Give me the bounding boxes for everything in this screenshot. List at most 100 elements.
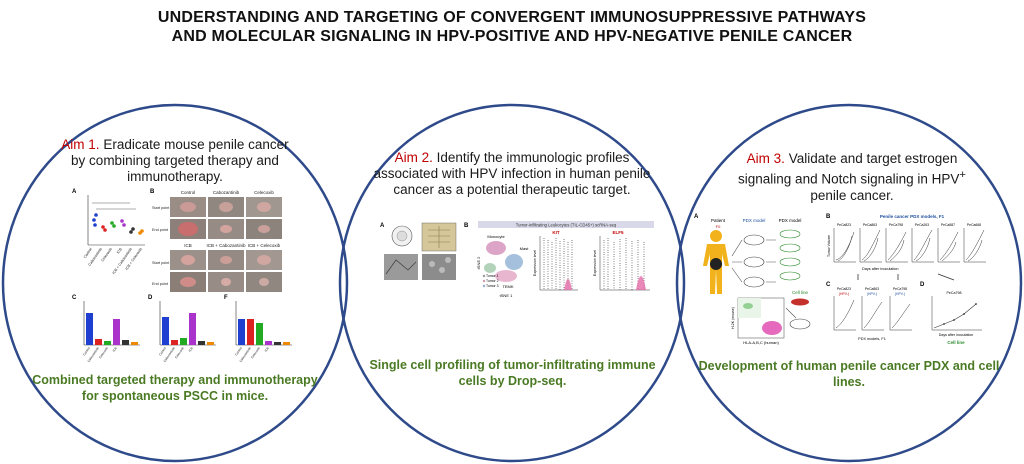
svg-text:(HPV-): (HPV-) (867, 292, 877, 296)
aim1-scatter-plot (87, 195, 145, 246)
aim3-growth-curves: PeCa823 PeCa863 PeCa798 PeCa263 PeCa587 … (827, 223, 986, 271)
aim3-cellline-label: Cell line (792, 290, 809, 295)
svg-text:PeCa823: PeCa823 (837, 223, 851, 227)
aim1-b-col-5: ICB + Cabozantinib (207, 243, 246, 248)
aim3-panel-c: C (826, 282, 831, 288)
aim2-gene-kit: KIT (552, 230, 560, 235)
aim2-dropseq-device (384, 222, 457, 280)
svg-text:PeCa263: PeCa263 (915, 223, 929, 227)
aim2-line1: Identify the immunologic profiles (436, 150, 630, 165)
svg-text:PeCa863: PeCa863 (865, 287, 879, 291)
svg-text:Expression level: Expression level (533, 250, 537, 276)
aim1-bar-charts: Control Cabozantinib Celecoxib ICB Contr… (82, 301, 292, 363)
aim1-a-group-1: Control (83, 247, 93, 259)
aim3-arrows (857, 273, 955, 281)
aim3-d-caption: Cell line (947, 340, 965, 345)
svg-text:Control: Control (234, 346, 243, 356)
aim1-panel-a: A (72, 189, 77, 195)
aim1-panel-b: B (150, 189, 155, 195)
page-title: UNDERSTANDING AND TARGETING OF CONVERGEN… (0, 8, 1024, 46)
aim3-pdx2: PDX model (779, 218, 802, 223)
aim1-b-col-2: Cabozantinib (213, 190, 240, 195)
aim1-b-row-end: End point (152, 228, 169, 232)
svg-text:Control: Control (82, 346, 91, 356)
svg-text:Tumor 2: Tumor 2 (486, 279, 499, 283)
aim2-plot-title: Tumor-infiltrating Leukocytes (TIL-CD45+… (516, 223, 617, 228)
aim3-caption-line1: Development of human penile cancer PDX a… (698, 359, 1000, 389)
svg-text:PeCa798: PeCa798 (889, 223, 903, 227)
aim3-cellline: Cell line (785, 290, 811, 330)
aim3-pdx-flow: PDX model PDX model (731, 218, 802, 288)
svg-text:Expression level: Expression level (593, 250, 597, 276)
svg-text:Celecoxib: Celecoxib (250, 346, 261, 359)
aim1-line1: Eradicate mouse penile cancer (103, 137, 289, 152)
aim2-panel-b: B (464, 223, 469, 229)
aim3-patient: Patient (711, 218, 726, 223)
aim1-figure: A Control Cabozantinib Celecoxib ICB ICB… (72, 189, 292, 363)
aim2-text: Aim 2. Identify the immunologic profiles… (362, 150, 662, 198)
svg-text:(HPV-): (HPV-) (895, 292, 905, 296)
aim1-line2: by combining targeted therapy and (71, 153, 279, 168)
aim3-panel-b: B (826, 214, 831, 220)
aim3-cellline-curve: PeCa798 Days after inoculation Cell line (931, 291, 982, 345)
aim1-photo-grid: Control Cabozantinib Celecoxib ICB ICB +… (152, 190, 282, 292)
aim2-panel-a: A (380, 223, 385, 229)
svg-text:ICB: ICB (112, 346, 118, 352)
aim3-flow-x: HLA-A,B,C (human) (743, 340, 779, 345)
svg-text:Celecoxib: Celecoxib (174, 346, 185, 359)
aim2-cluster-temk: TEMK (502, 284, 513, 289)
title-line-2: AND MOLECULAR SIGNALING IN HPV-POSITIVE … (171, 28, 853, 45)
svg-text:Celecoxib: Celecoxib (98, 346, 109, 359)
aim1-b-col-6: ICB + Celecoxib (248, 243, 281, 248)
title-line-1: UNDERSTANDING AND TARGETING OF CONVERGEN… (157, 9, 867, 26)
aim1-b-col-3: Celecoxib (254, 190, 274, 195)
aim3-b-ylabel: Tumor Volume (827, 235, 831, 257)
aim3-circle (675, 103, 1023, 463)
aim2-gene-elf5: ELF5 (612, 230, 623, 235)
aim3-line2: signaling and Notch signaling in HPV (738, 171, 960, 187)
aim3-sup: + (959, 169, 966, 181)
aim2-caption-line2: cells by Drop-seq. (458, 374, 567, 388)
aim3-text: Aim 3. Validate and target estrogen sign… (712, 151, 992, 204)
aim3-label: Aim 3. (746, 151, 785, 166)
aim3-pdx1: PDX model (743, 218, 766, 223)
aim1-panel-f: F (224, 295, 228, 301)
aim3-flow-plot: HLA-A,B,C (human) H-2K (mouse) (731, 297, 785, 345)
aim3-c-xlabel: PDX models, F1 (858, 337, 886, 341)
svg-text:PeCa863: PeCa863 (863, 223, 877, 227)
aim2-circle (338, 103, 686, 463)
aim1-b-row-start: Start point (152, 206, 170, 210)
aim3-hpv-curves: PeCa823 PeCa863 PeCa798 (HPV-) (HPV-) (H… (833, 287, 912, 341)
svg-text:PeCa668: PeCa668 (967, 223, 981, 227)
aim1-b-row-start-2: Start point (152, 261, 170, 265)
aim1-a-group-4: ICB (116, 247, 123, 255)
aim2-figure: A B Tumor-infiltrating Leukocytes (TIL-C… (380, 221, 654, 298)
svg-text:Tumor 3: Tumor 3 (486, 284, 499, 288)
aim3-d-model: PeCa798 (947, 291, 962, 295)
aim3-panel-a: A (694, 214, 699, 220)
aim2-plot-title-bar (478, 221, 654, 228)
svg-text:ICB: ICB (188, 346, 194, 352)
aim2-cluster-monocyte: Monocyte (487, 234, 505, 239)
aim2-violin-elf5: ELF5 Expression level (593, 230, 650, 291)
aim1-caption: Combined targeted therapy and immunother… (22, 372, 328, 404)
aim2-caption-line1: Single cell profiling of tumor-infiltrat… (369, 358, 656, 372)
aim1-b-row-end-2: End point (152, 282, 169, 286)
svg-text:ICB: ICB (264, 346, 270, 352)
svg-text:PeCa823: PeCa823 (837, 287, 851, 291)
aim3-patient-figure: Patient F0 (703, 218, 729, 294)
aim3-line3: penile cancer. (810, 187, 894, 203)
aim3-figure: A Patient F0 PDX model PDX model HLA-A,B… (694, 214, 986, 345)
aim3-b-xlabel: Days after inoculation (862, 267, 899, 271)
aim2-tsne-plot: Monocyte Mast TEMK tSNE 1 tSNE 2 Tumor 1… (476, 234, 529, 298)
aim1-line3: immunotherapy. (127, 169, 223, 184)
aim3-panel-d: D (920, 282, 925, 288)
aim1-panel-d: D (148, 295, 153, 301)
aim3-line1: Validate and target estrogen (788, 151, 958, 166)
aim1-text: Aim 1. Eradicate mouse penile cancer by … (40, 137, 310, 185)
aim3-flow-y: H-2K (mouse) (731, 307, 735, 329)
aim1-b-col-1: Control (181, 190, 196, 195)
aim1-b-col-4: ICB (184, 243, 192, 248)
aim3-d-xlabel: Days after inoculation (939, 333, 974, 337)
